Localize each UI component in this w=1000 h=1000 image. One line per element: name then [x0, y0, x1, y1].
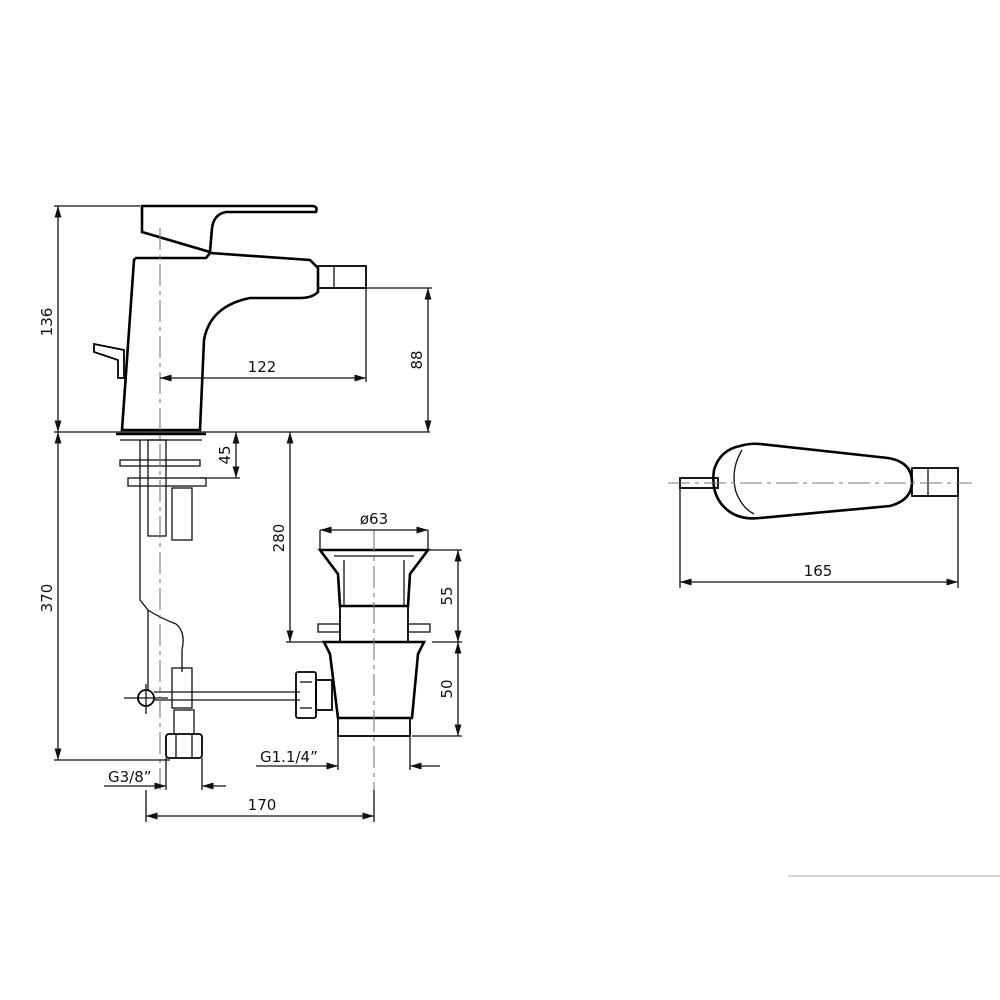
dim-below-deck: 370	[38, 584, 56, 613]
mixer-side-view	[93, 204, 367, 759]
dim-spout-height: 88	[408, 350, 426, 369]
dim-waste-upper: 55	[438, 586, 456, 605]
plan-spout-nozzle	[911, 467, 959, 497]
plan-lever	[712, 442, 914, 520]
dim-spout-reach: 122	[248, 358, 277, 376]
dim-inlet-thread: G3/8”	[108, 768, 152, 786]
dim-height-total: 136	[38, 308, 56, 337]
mixer-plan-view	[679, 442, 959, 520]
mixer-body	[120, 251, 320, 432]
spout-nozzle	[317, 265, 367, 289]
popup-rod-lever	[93, 342, 125, 379]
dim-rod-distance: 170	[248, 796, 277, 814]
dim-waste-lower: 50	[438, 679, 456, 698]
dim-waste-depth: 280	[270, 524, 288, 553]
dim-deck-thickness: 45	[216, 445, 234, 464]
dim-plan-length: 165	[804, 562, 833, 580]
dim-waste-thread: G1.1/4”	[260, 748, 318, 766]
dim-waste-diameter: ø63	[360, 510, 388, 528]
lever-handle	[140, 204, 318, 254]
popup-waste	[295, 548, 431, 737]
